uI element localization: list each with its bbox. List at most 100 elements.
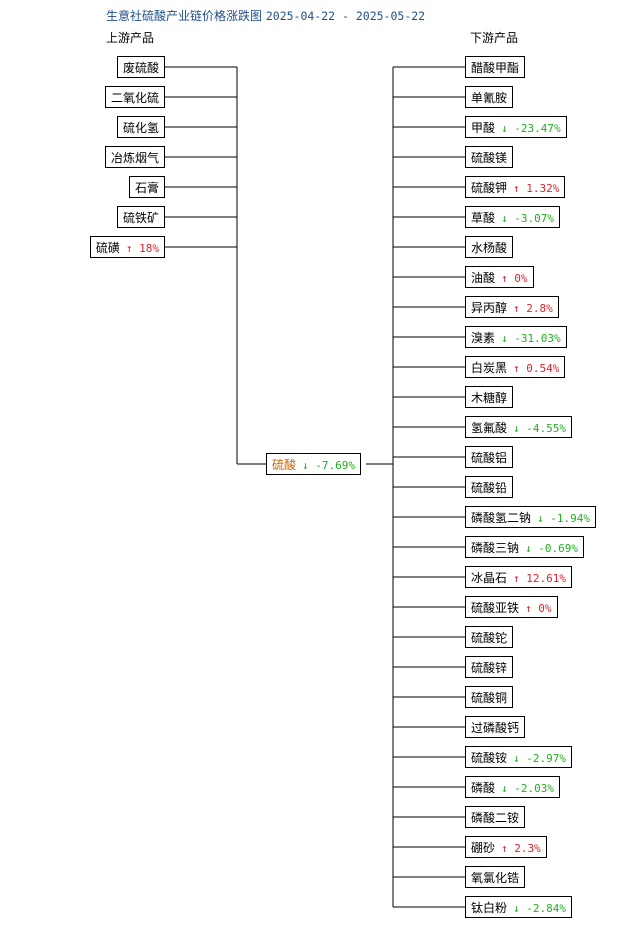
downstream-node-name: 硫酸铜 bbox=[471, 691, 508, 705]
downstream-node-change: ↑ 2.3% bbox=[501, 842, 541, 855]
downstream-node[interactable]: 硫酸锌 bbox=[465, 656, 514, 678]
downstream-node-name: 硼砂 bbox=[471, 841, 496, 855]
downstream-node-name: 硫酸铵 bbox=[471, 751, 508, 765]
trend-down-icon: ↓ bbox=[513, 422, 520, 435]
downstream-node[interactable]: 溴素↓ -31.03% bbox=[465, 326, 567, 348]
downstream-node-change: ↑ 0.54% bbox=[513, 362, 559, 375]
center-change-value: -7.69% bbox=[315, 459, 356, 472]
downstream-node-name: 水杨酸 bbox=[471, 241, 508, 255]
change-value: -0.69% bbox=[538, 542, 579, 555]
upstream-node[interactable]: 石膏 bbox=[128, 176, 165, 198]
upstream-node[interactable]: 硫化氢 bbox=[116, 116, 165, 138]
downstream-node-change: ↑ 2.8% bbox=[513, 302, 553, 315]
downstream-node[interactable]: 草酸↓ -3.07% bbox=[465, 206, 561, 228]
downstream-node-change: ↑ 0% bbox=[525, 602, 552, 615]
trend-down-icon: ↓ bbox=[513, 902, 520, 915]
center-product-node[interactable]: 硫酸 ↓ -7.69% bbox=[266, 453, 362, 475]
upstream-node[interactable]: 硫铁矿 bbox=[116, 206, 165, 228]
downstream-node-name: 氧氯化锆 bbox=[471, 871, 520, 885]
downstream-node-name: 硫酸铝 bbox=[471, 451, 508, 465]
change-value: 12.61% bbox=[526, 572, 567, 585]
change-value: -2.03% bbox=[514, 782, 555, 795]
trend-down-icon: ↓ bbox=[525, 542, 532, 555]
upstream-node[interactable]: 二氧化硫 bbox=[104, 86, 165, 108]
downstream-node[interactable]: 氢氟酸 ↓ -4.55% bbox=[465, 416, 573, 438]
change-value: 0% bbox=[514, 272, 528, 285]
downstream-node[interactable]: 单氰胺 bbox=[465, 86, 514, 108]
downstream-node-name: 硫酸铊 bbox=[471, 631, 508, 645]
change-value: -2.84% bbox=[526, 902, 567, 915]
trend-up-icon: ↑ bbox=[513, 572, 520, 585]
downstream-node-name: 硫酸镁 bbox=[471, 151, 508, 165]
downstream-node[interactable]: 白炭黑 ↑ 0.54% bbox=[465, 356, 566, 378]
trend-down-icon: ↓ bbox=[537, 512, 544, 525]
change-value: 0% bbox=[538, 602, 552, 615]
downstream-node-name: 磷酸三钠 bbox=[471, 541, 520, 555]
downstream-node[interactable]: 油酸↑ 0% bbox=[465, 266, 534, 288]
date-range: 2025-04-22 - 2025-05-22 bbox=[265, 9, 426, 23]
downstream-node-name: 甲酸 bbox=[471, 121, 496, 135]
downstream-node-name: 白炭黑 bbox=[471, 361, 508, 375]
change-value: 2.3% bbox=[514, 842, 541, 855]
downstream-node-name: 磷酸氢二钠 bbox=[471, 511, 532, 525]
downstream-node-name: 木糖醇 bbox=[471, 391, 508, 405]
downstream-node[interactable]: 木糖醇 bbox=[465, 386, 514, 408]
downstream-node[interactable]: 异丙醇 ↑ 2.8% bbox=[465, 296, 559, 318]
change-value: 18% bbox=[139, 242, 159, 255]
downstream-node[interactable]: 甲酸 ↓ -23.47% bbox=[465, 116, 567, 138]
downstream-node[interactable]: 磷酸氢二钠↓ -1.94% bbox=[465, 506, 597, 528]
upstream-node-change: ↑ 18% bbox=[126, 242, 159, 255]
downstream-node[interactable]: 醋酸甲酯 bbox=[465, 56, 526, 78]
page-title: 生意社硫酸产业链价格涨跌图 2025-04-22 - 2025-05-22 bbox=[106, 7, 425, 24]
downstream-node[interactable]: 过磷酸钙 bbox=[465, 716, 526, 738]
downstream-node-change: ↓ -3.07% bbox=[501, 212, 554, 225]
downstream-node-name: 硫酸钾 bbox=[471, 181, 508, 195]
downstream-node[interactable]: 硫酸铵↓ -2.97% bbox=[465, 746, 573, 768]
downstream-node-change: ↓ -23.47% bbox=[501, 122, 561, 135]
downstream-node-name: 硫酸铅 bbox=[471, 481, 508, 495]
downstream-node-change: ↓ -31.03% bbox=[501, 332, 561, 345]
trend-up-icon: ↑ bbox=[525, 602, 532, 615]
downstream-node-change: ↓ -4.55% bbox=[513, 422, 566, 435]
downstream-node[interactable]: 水杨酸 bbox=[465, 236, 514, 258]
downstream-node[interactable]: 硫酸铊 bbox=[465, 626, 514, 648]
downstream-node[interactable]: 冰晶石↑ 12.61% bbox=[465, 566, 573, 588]
trend-down-icon: ↓ bbox=[501, 782, 508, 795]
downstream-node[interactable]: 硫酸铝 bbox=[465, 446, 514, 468]
downstream-node[interactable]: 硼砂 ↑ 2.3% bbox=[465, 836, 547, 858]
downstream-node-name: 单氰胺 bbox=[471, 91, 508, 105]
change-value: -3.07% bbox=[514, 212, 555, 225]
downstream-node[interactable]: 氧氯化锆 bbox=[465, 866, 526, 888]
downstream-node[interactable]: 硫酸铜 bbox=[465, 686, 514, 708]
upstream-node-name: 冶炼烟气 bbox=[110, 151, 159, 165]
downstream-node[interactable]: 硫酸钾 ↑ 1.32% bbox=[465, 176, 566, 198]
trend-down-icon: ↓ bbox=[501, 332, 508, 345]
trend-up-icon: ↑ bbox=[501, 842, 508, 855]
downstream-node[interactable]: 磷酸↓ -2.03% bbox=[465, 776, 561, 798]
downstream-node-change: ↑ 12.61% bbox=[513, 572, 566, 585]
downstream-node-name: 氢氟酸 bbox=[471, 421, 508, 435]
downstream-node-name: 醋酸甲酯 bbox=[471, 61, 520, 75]
trend-down-icon: ↓ bbox=[302, 459, 309, 472]
trend-up-icon: ↑ bbox=[513, 362, 520, 375]
trend-down-icon: ↓ bbox=[501, 212, 508, 225]
upstream-node[interactable]: 硫磺↑ 18% bbox=[89, 236, 165, 258]
upstream-node-name: 石膏 bbox=[134, 181, 159, 195]
change-value: 2.8% bbox=[526, 302, 553, 315]
upstream-node[interactable]: 冶炼烟气 bbox=[104, 146, 165, 168]
downstream-node[interactable]: 磷酸二铵 bbox=[465, 806, 526, 828]
downstream-node[interactable]: 硫酸镁 bbox=[465, 146, 514, 168]
downstream-node[interactable]: 钛白粉↓ -2.84% bbox=[465, 896, 573, 918]
downstream-node[interactable]: 硫酸铅 bbox=[465, 476, 514, 498]
change-value: 1.32% bbox=[526, 182, 560, 195]
downstream-node-name: 异丙醇 bbox=[471, 301, 508, 315]
upstream-node-name: 废硫酸 bbox=[122, 61, 159, 75]
downstream-node[interactable]: 硫酸亚铁↑ 0% bbox=[465, 596, 558, 618]
center-product-name: 硫酸 bbox=[272, 458, 297, 472]
trend-up-icon: ↑ bbox=[513, 182, 520, 195]
trend-up-icon: ↑ bbox=[513, 302, 520, 315]
downstream-node[interactable]: 磷酸三钠 ↓ -0.69% bbox=[465, 536, 585, 558]
downstream-header: 下游产品 bbox=[470, 31, 519, 45]
upstream-node[interactable]: 废硫酸 bbox=[116, 56, 165, 78]
downstream-node-change: ↓ -0.69% bbox=[525, 542, 578, 555]
